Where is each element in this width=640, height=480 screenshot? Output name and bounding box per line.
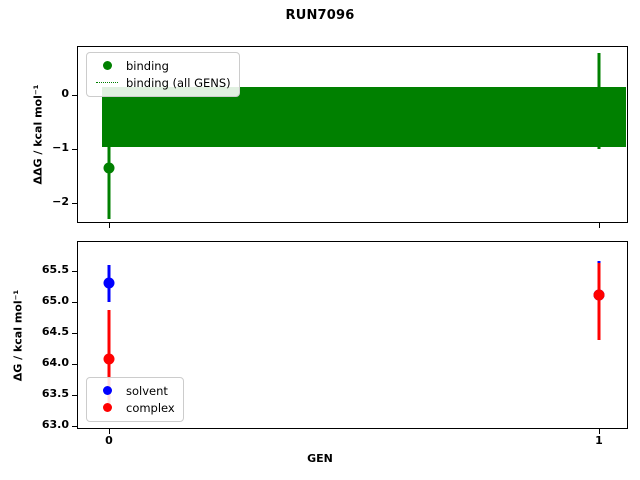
- ytick-label-top-m2: −2: [52, 195, 69, 208]
- solvent-dot-icon: [94, 386, 120, 395]
- binding-marker-gen0: [103, 162, 115, 174]
- ytick-top-m2: [72, 203, 78, 204]
- y-axis-title-bottom: ΔG / kcal mol⁻¹: [11, 289, 25, 382]
- legend-label-binding: binding: [126, 58, 169, 73]
- xtick-label-gen1: 1: [595, 434, 603, 447]
- ytick-label-bottom-655: 65.5: [41, 263, 69, 276]
- ytick-label-bottom-630: 63.0: [41, 418, 69, 431]
- dotted-line-icon: [94, 82, 120, 83]
- ytick-bottom-655: [72, 271, 78, 272]
- binding-dot-icon: [94, 61, 120, 70]
- ytick-bottom-630: [72, 426, 78, 427]
- absolute-plot-area: [78, 242, 627, 428]
- xtick-bottom-gen1: [599, 428, 600, 434]
- ytick-label-bottom-650: 65.0: [41, 294, 69, 307]
- binding-errorbar-gen1: [597, 53, 601, 149]
- complex-marker-gen0: [103, 353, 115, 365]
- absolute-legend[interactable]: solvent complex: [86, 377, 184, 422]
- solvent-marker-gen0: [103, 277, 115, 289]
- ytick-bottom-650: [72, 302, 78, 303]
- legend-label-binding-all-gens: binding (all GENS): [126, 75, 231, 90]
- ytick-label-bottom-635: 63.5: [41, 387, 69, 400]
- xtick-label-gen0: 0: [105, 434, 113, 447]
- xtick-top-gen0: [109, 222, 110, 228]
- legend-item-binding-all-gens[interactable]: binding (all GENS): [94, 74, 231, 91]
- complex-marker-gen1: [593, 289, 605, 301]
- x-axis-title: GEN: [307, 452, 333, 465]
- xtick-top-gen1: [599, 222, 600, 228]
- legend-item-binding[interactable]: binding: [94, 57, 231, 74]
- binding-marker-gen1: [593, 89, 605, 101]
- chart-title: RUN7096: [285, 8, 355, 23]
- legend-label-complex: complex: [126, 400, 175, 415]
- ytick-label-bottom-640: 64.0: [41, 356, 69, 369]
- legend-item-solvent[interactable]: solvent: [94, 382, 175, 399]
- legend-label-solvent: solvent: [126, 383, 168, 398]
- binding-panel-axes: binding binding (all GENS): [72, 46, 628, 228]
- binding-plot-area: [78, 47, 627, 222]
- ytick-bottom-640: [72, 364, 78, 365]
- binding-legend[interactable]: binding binding (all GENS): [86, 52, 240, 97]
- complex-dot-icon: [94, 403, 120, 412]
- ytick-label-bottom-645: 64.5: [41, 325, 69, 338]
- binding-all-gens-line: [102, 117, 626, 118]
- ytick-top-m1: [72, 149, 78, 150]
- xtick-bottom-gen0: [109, 428, 110, 434]
- complex-errorbar-gen1: [597, 263, 601, 340]
- absolute-panel-axes: solvent complex: [72, 241, 628, 434]
- ytick-label-top-0: 0: [61, 87, 69, 100]
- ytick-top-0: [72, 95, 78, 96]
- y-axis-title-top: ΔΔG / kcal mol⁻¹: [31, 84, 45, 185]
- legend-item-complex[interactable]: complex: [94, 399, 175, 416]
- ytick-bottom-635: [72, 395, 78, 396]
- ytick-label-top-m1: −1: [52, 141, 69, 154]
- ytick-bottom-645: [72, 333, 78, 334]
